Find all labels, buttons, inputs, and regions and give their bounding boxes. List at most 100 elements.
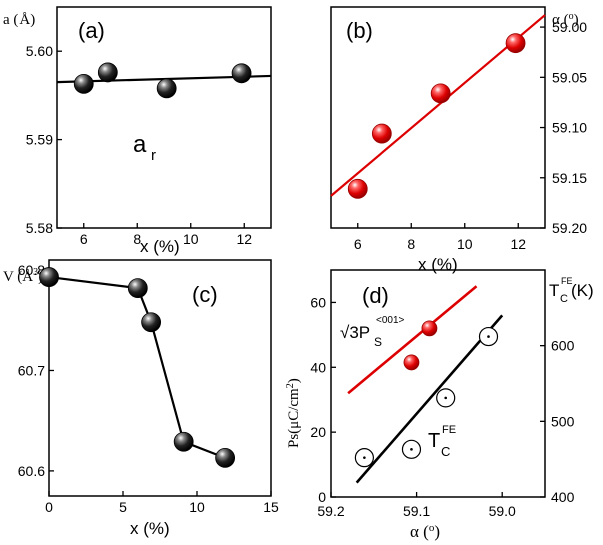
panel-b-xtick-label: 8 [407,236,415,252]
panel-b-xaxis: 6 8 10 12 [354,223,526,252]
panel-a-xtick-label: 12 [236,231,252,247]
panel-d-ylabel-left: Ps(μC/cm2) [285,378,302,448]
panel-a-point [156,78,177,99]
panel-c-xtick-label: 0 [45,499,53,515]
panel-d-yaxis-right: 400 500 600 [540,338,575,505]
panel-b-ytick-label: 59.10 [552,120,587,136]
panel-a: (a) a (Å) x (%) a r 6 8 10 12 5.58 5.59 5.60 [3,6,272,256]
panel-b-frame [330,6,546,229]
panel-d-ytick-right-label: 600 [551,338,575,354]
panel-c-point [173,431,194,452]
panel-b-ytick-label: 59.05 [552,69,587,85]
red-series-label-sup: <001> [376,315,405,326]
panel-d: (d) Ps(μC/cm2) T C FE (K) α (o) √3P S <0… [285,269,594,541]
panel-d-xtick-label: 59.2 [317,503,344,519]
panel-a-xtick-label: 10 [183,231,199,247]
panel-c-point [39,267,59,287]
panel-d-yaxis-left: 0 20 40 60 [310,294,336,505]
panel-b-ytick-label: 59.20 [552,220,587,236]
panel-d-ytick-left-label: 0 [318,489,326,505]
panel-c-point [215,447,236,468]
panel-d-black-point-dot [363,456,366,459]
panel-d-ytick-left-label: 20 [310,424,326,440]
panel-b-point [347,178,368,199]
panel-b-xtick-label: 12 [510,236,526,252]
panel-b-xtick-label: 6 [354,236,362,252]
panel-a-frame [56,6,272,229]
panel-a-xaxis: 6 8 10 12 [80,223,252,247]
panel-d-black-point-dot [410,448,413,451]
panel-c-xlabel: x (%) [130,519,170,538]
panel-a-point [73,74,94,94]
panel-c-ytick-label: 60.7 [18,362,45,378]
panel-d-ytick-left-label: 60 [310,294,326,310]
panel-a-annotation-sub: r [151,147,156,164]
panel-a-xtick-label: 8 [133,231,141,247]
panel-b-point [371,123,392,144]
svg-text:C: C [560,293,568,305]
panel-a-yaxis: 5.58 5.59 5.60 [26,43,62,236]
panel-d-red-point [403,354,420,371]
panel-c-label: (c) [192,282,218,307]
panel-d-ytick-right-label: 500 [551,413,575,429]
panel-c-yaxis: 60.6 60.7 60.8 [18,262,54,479]
panel-a-annotation-main: a [133,131,147,158]
panel-b-plot [330,14,546,199]
panel-d-red-fit-line [347,285,478,395]
panel-d-label: (d) [362,283,389,308]
panel-a-label: (a) [78,18,105,43]
panel-a-ytick-label: 5.59 [26,132,53,148]
panel-a-annotation: a r [133,131,156,164]
svg-text:FE: FE [561,276,573,286]
panel-b-yaxis: 59.00 59.05 59.10 59.15 59.20 [540,19,587,236]
svg-text:T: T [549,281,559,300]
panel-b-ytick-label: 59.15 [552,170,587,186]
panel-a-xlabel: x (%) [140,237,180,256]
panel-d-ylabel-right: T C FE (K) [549,276,594,305]
panel-a-point [231,63,252,84]
panel-a-xtick-label: 6 [80,231,88,247]
panel-c-ytick-label: 60.6 [18,463,45,479]
panel-d-plot [347,285,504,484]
panel-d-xtick-label: 59.1 [403,503,430,519]
panel-b-xlabel: x (%) [418,255,458,274]
panel-d-legend-red: √3P S <001> [340,315,405,349]
panel-c-xaxis: 0 5 10 15 [45,491,279,515]
panel-a-ytick-label: 5.58 [26,220,53,236]
panel-d-xlabel: α (o) [410,522,440,541]
panel-b-ytick-label: 59.00 [552,19,587,35]
panel-d-xaxis: 59.2 59.1 59.0 [317,492,516,519]
panel-d-ytick-right-label: 400 [551,489,575,505]
panel-c-point [127,278,148,299]
panel-d-black-point-dot [487,335,490,338]
svg-text:(K): (K) [571,281,594,300]
panel-d-black-point-dot [444,396,448,400]
panel-a-ylabel: a (Å) [3,12,35,28]
panel-b-point [505,33,526,54]
panel-c-xtick-label: 15 [263,499,279,515]
black-series-label-sup: FE [442,424,456,436]
panel-c-plot [39,267,236,468]
panel-d-xtick-label: 59.0 [489,503,516,519]
panel-d-red-point [421,320,438,337]
panel-b-point [430,83,451,104]
panel-c-frame [48,259,272,497]
panel-a-plot [56,62,272,99]
panel-d-frame [330,269,546,498]
panel-c-xtick-label: 10 [189,499,205,515]
panel-a-point [97,62,118,83]
panel-b-label: (b) [346,18,373,43]
panel-a-ytick-label: 5.60 [26,43,53,59]
panel-c-xtick-label: 5 [119,499,127,515]
red-series-label-sub: S [374,335,382,349]
panel-c-point [141,312,162,333]
red-series-label-main: √3P [340,323,370,342]
black-series-label-main: T [428,430,440,452]
panel-b-xtick-label: 10 [457,236,473,252]
black-series-label-sub: C [441,444,450,459]
panel-d-ytick-left-label: 40 [310,359,326,375]
panel-c-ytick-label: 60.8 [18,262,45,278]
